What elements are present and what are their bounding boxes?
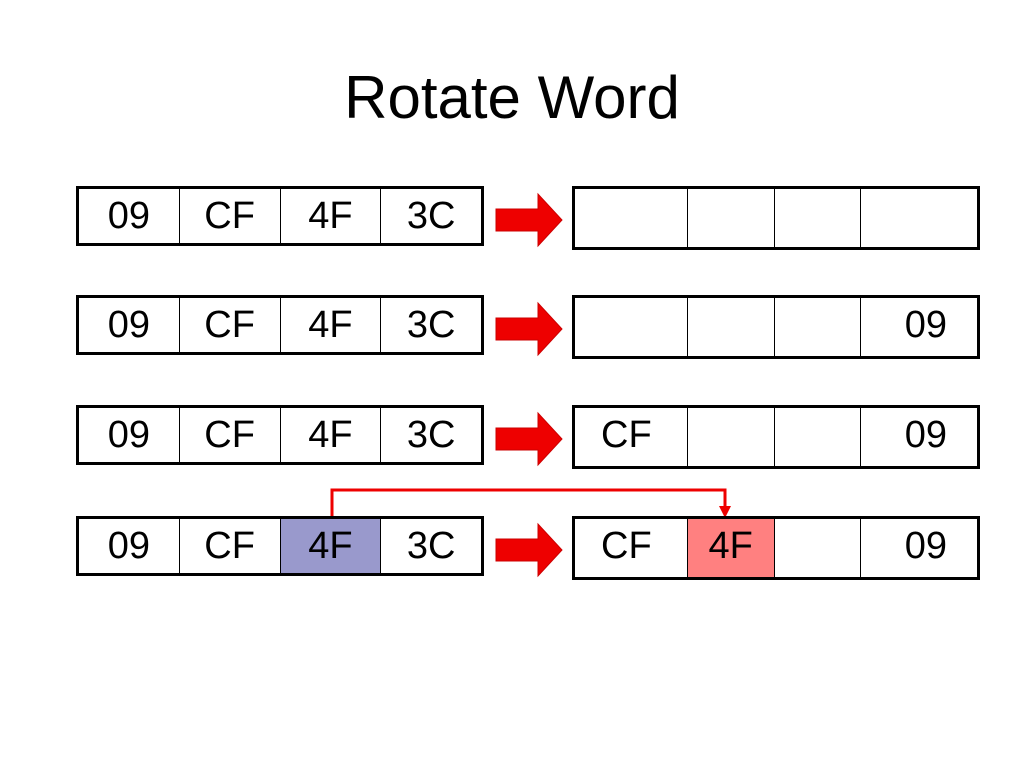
source-word: 09 CF 4F 3C: [76, 405, 484, 465]
right-arrow-icon: [495, 192, 563, 248]
rotation-step-2: 09 CF 4F 3C 09: [0, 295, 1024, 359]
dest-byte-1: [686, 189, 774, 247]
dest-byte-1: [686, 298, 774, 356]
dest-byte-0: [575, 189, 687, 247]
dest-byte-3: 09: [860, 408, 977, 466]
source-byte-2: 4F: [279, 408, 381, 462]
slide-title: Rotate Word: [344, 64, 680, 131]
dest-byte-0: CF: [601, 414, 652, 456]
dest-word: CF 09: [572, 405, 980, 469]
source-byte-2: 4F: [279, 189, 381, 243]
dest-byte-0: [575, 298, 687, 356]
source-byte-0: 09: [107, 195, 151, 237]
source-byte-0: 09: [107, 414, 151, 456]
dest-byte-2: [773, 519, 861, 577]
source-byte-0: 09: [107, 525, 151, 567]
source-byte-3: 3C: [380, 519, 481, 573]
dest-word: 09: [572, 295, 980, 359]
rotation-step-1: 09 CF 4F 3C: [0, 186, 1024, 250]
dest-byte-0: CF: [601, 525, 652, 567]
right-arrow-icon: [495, 301, 563, 357]
right-arrow-icon: [495, 411, 563, 467]
source-byte-1: CF: [178, 519, 280, 573]
dest-byte-3: 09: [860, 519, 977, 577]
dest-byte-1-highlighted: 4F: [686, 519, 774, 577]
source-byte-1: CF: [178, 408, 280, 462]
dest-byte-2: [773, 408, 861, 466]
rotation-step-3: 09 CF 4F 3C CF 09: [0, 405, 1024, 469]
dest-byte-3: 09: [860, 298, 977, 356]
rotation-step-4: 09 CF 4F 3C CF 4F 09: [0, 516, 1024, 580]
source-byte-0: 09: [107, 304, 151, 346]
source-byte-3: 3C: [380, 408, 481, 462]
source-byte-2: 4F: [279, 298, 381, 352]
dest-byte-2: [773, 298, 861, 356]
dest-word: CF 4F 09: [572, 516, 980, 580]
source-byte-3: 3C: [380, 298, 481, 352]
source-word: 09 CF 4F 3C: [76, 186, 484, 246]
right-arrow-icon: [495, 522, 563, 578]
source-word: 09 CF 4F 3C: [76, 295, 484, 355]
dest-word: [572, 186, 980, 250]
dest-byte-3: [860, 189, 977, 247]
source-byte-1: CF: [178, 298, 280, 352]
source-byte-3: 3C: [380, 189, 481, 243]
source-word: 09 CF 4F 3C: [76, 516, 484, 576]
dest-byte-2: [773, 189, 861, 247]
source-byte-1: CF: [178, 189, 280, 243]
dest-byte-1: [686, 408, 774, 466]
source-byte-2-highlighted: 4F: [279, 519, 381, 573]
